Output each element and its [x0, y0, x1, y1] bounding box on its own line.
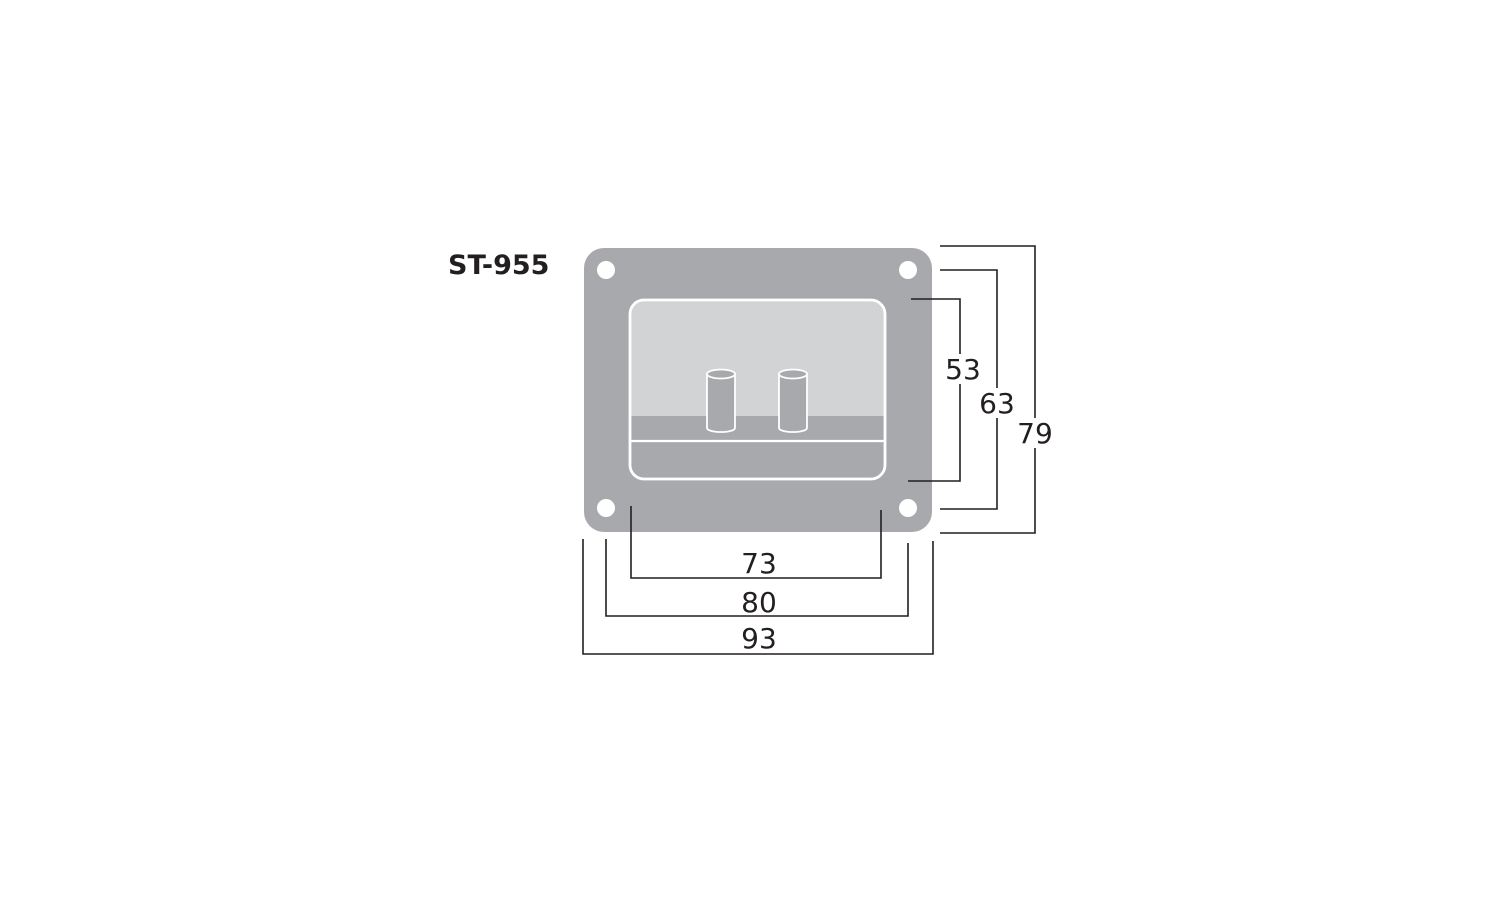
model-label: ST-955 [448, 250, 549, 281]
dimension-height-overall: 79 [1017, 417, 1053, 450]
mounting-hole-bottom-right [899, 499, 917, 517]
label-backing [738, 588, 780, 614]
mounting-hole-bottom-left [597, 499, 615, 517]
label-backing [738, 624, 780, 652]
dimension-width-inner: 73 [741, 547, 777, 580]
mounting-hole-top-left [597, 261, 615, 279]
label-backing [738, 545, 780, 575]
dimension-height-holes: 63 [979, 387, 1015, 420]
dimension-line-height-inner [908, 298, 961, 482]
recessed-cup [628, 298, 887, 481]
binding-post-left [706, 368, 736, 433]
dimension-line-width-holes [605, 539, 909, 617]
dimension-line-width-inner [630, 506, 882, 579]
dimension-width-holes: 80 [741, 586, 777, 619]
mounting-hole-top-right [899, 261, 917, 279]
label-backing [1016, 418, 1054, 448]
dimension-height-inner: 53 [945, 353, 981, 386]
label-backing [978, 388, 1016, 418]
binding-post-right [778, 368, 808, 433]
dimension-width-overall: 93 [741, 622, 777, 655]
dimension-line-height-overall [940, 245, 1036, 534]
label-backing [944, 354, 982, 384]
dimension-line-width-overall [582, 539, 934, 655]
